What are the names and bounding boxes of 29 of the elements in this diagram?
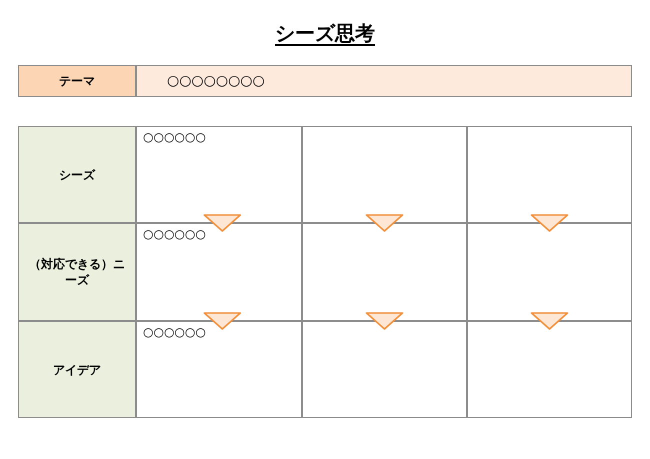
table-cell <box>467 321 632 418</box>
placeholder-text: ○○○○○○ <box>143 324 206 340</box>
row-label: アイデア <box>52 362 102 378</box>
table-cell <box>302 223 467 321</box>
row-label: テーマ <box>58 73 96 89</box>
down-arrow <box>366 312 404 330</box>
table-cell <box>302 321 467 418</box>
row-label: シーズ <box>58 166 96 182</box>
down-arrow <box>530 312 568 330</box>
table-cell <box>136 321 302 418</box>
table-cell <box>136 223 302 321</box>
down-arrow <box>204 312 242 330</box>
down-arrow <box>366 214 404 232</box>
table-cell <box>136 126 302 223</box>
placeholder-text: ○○○○○○ <box>143 226 206 242</box>
row-header-cell <box>18 321 136 418</box>
down-arrow <box>204 214 242 232</box>
row-header-cell <box>18 126 136 223</box>
placeholder-text: ○○○○○○○○ <box>167 73 265 89</box>
table-cell <box>467 126 632 223</box>
row-label: （対応できる）ニーズ <box>28 256 126 288</box>
value-cell <box>136 65 632 97</box>
placeholder-text: ○○○○○○ <box>143 129 206 145</box>
table-cell <box>467 223 632 321</box>
down-arrow <box>530 214 568 232</box>
title: シーズ思考 <box>275 21 375 45</box>
row-header-cell <box>18 223 136 321</box>
table-cell <box>302 126 467 223</box>
header-cell <box>18 65 136 97</box>
